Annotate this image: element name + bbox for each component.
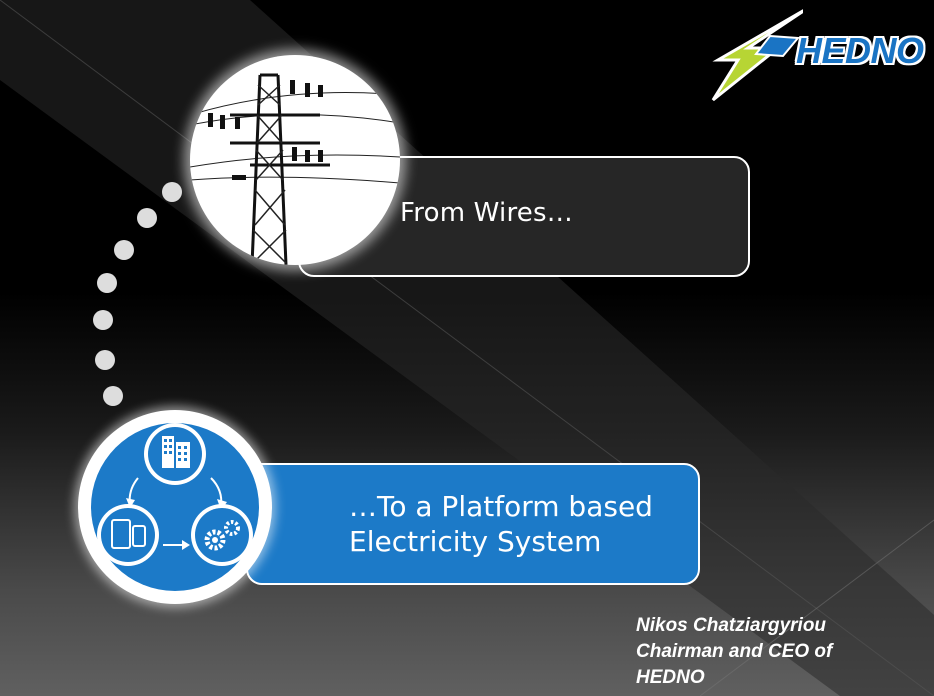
from-wires-text: From Wires… bbox=[400, 198, 573, 228]
author-block: Nikos Chatziargyriou Chairman and CEO of… bbox=[636, 613, 832, 691]
power-pylon-icon bbox=[190, 73, 400, 265]
platform-diagram bbox=[78, 410, 272, 604]
logo-text: HEDNO bbox=[796, 30, 924, 71]
platform-text-line1: …To a Platform based bbox=[349, 490, 653, 523]
building-icon bbox=[144, 423, 206, 485]
author-title-line2: HEDNO bbox=[636, 667, 705, 688]
gears-icon bbox=[191, 504, 253, 566]
author-name: Nikos Chatziargyriou bbox=[636, 615, 827, 636]
platform-text-line2: Electricity System bbox=[349, 525, 602, 558]
power-pylon-image bbox=[190, 55, 400, 265]
author-title-line1: Chairman and CEO of bbox=[636, 641, 833, 662]
platform-text: …To a Platform based Electricity System bbox=[349, 489, 653, 559]
connector-dot bbox=[93, 310, 113, 330]
connector-dot bbox=[137, 208, 157, 228]
hedno-logo bbox=[708, 6, 923, 103]
connector-dot bbox=[95, 350, 115, 370]
platform-cycle-graphic bbox=[91, 423, 259, 591]
mobile-devices-icon bbox=[97, 504, 159, 566]
connector-dot bbox=[97, 273, 117, 293]
lightning-bolt-icon bbox=[711, 6, 809, 102]
connector-dot bbox=[103, 386, 123, 406]
connector-dot bbox=[114, 240, 134, 260]
platform-panel bbox=[246, 463, 700, 585]
connector-dot bbox=[162, 182, 182, 202]
